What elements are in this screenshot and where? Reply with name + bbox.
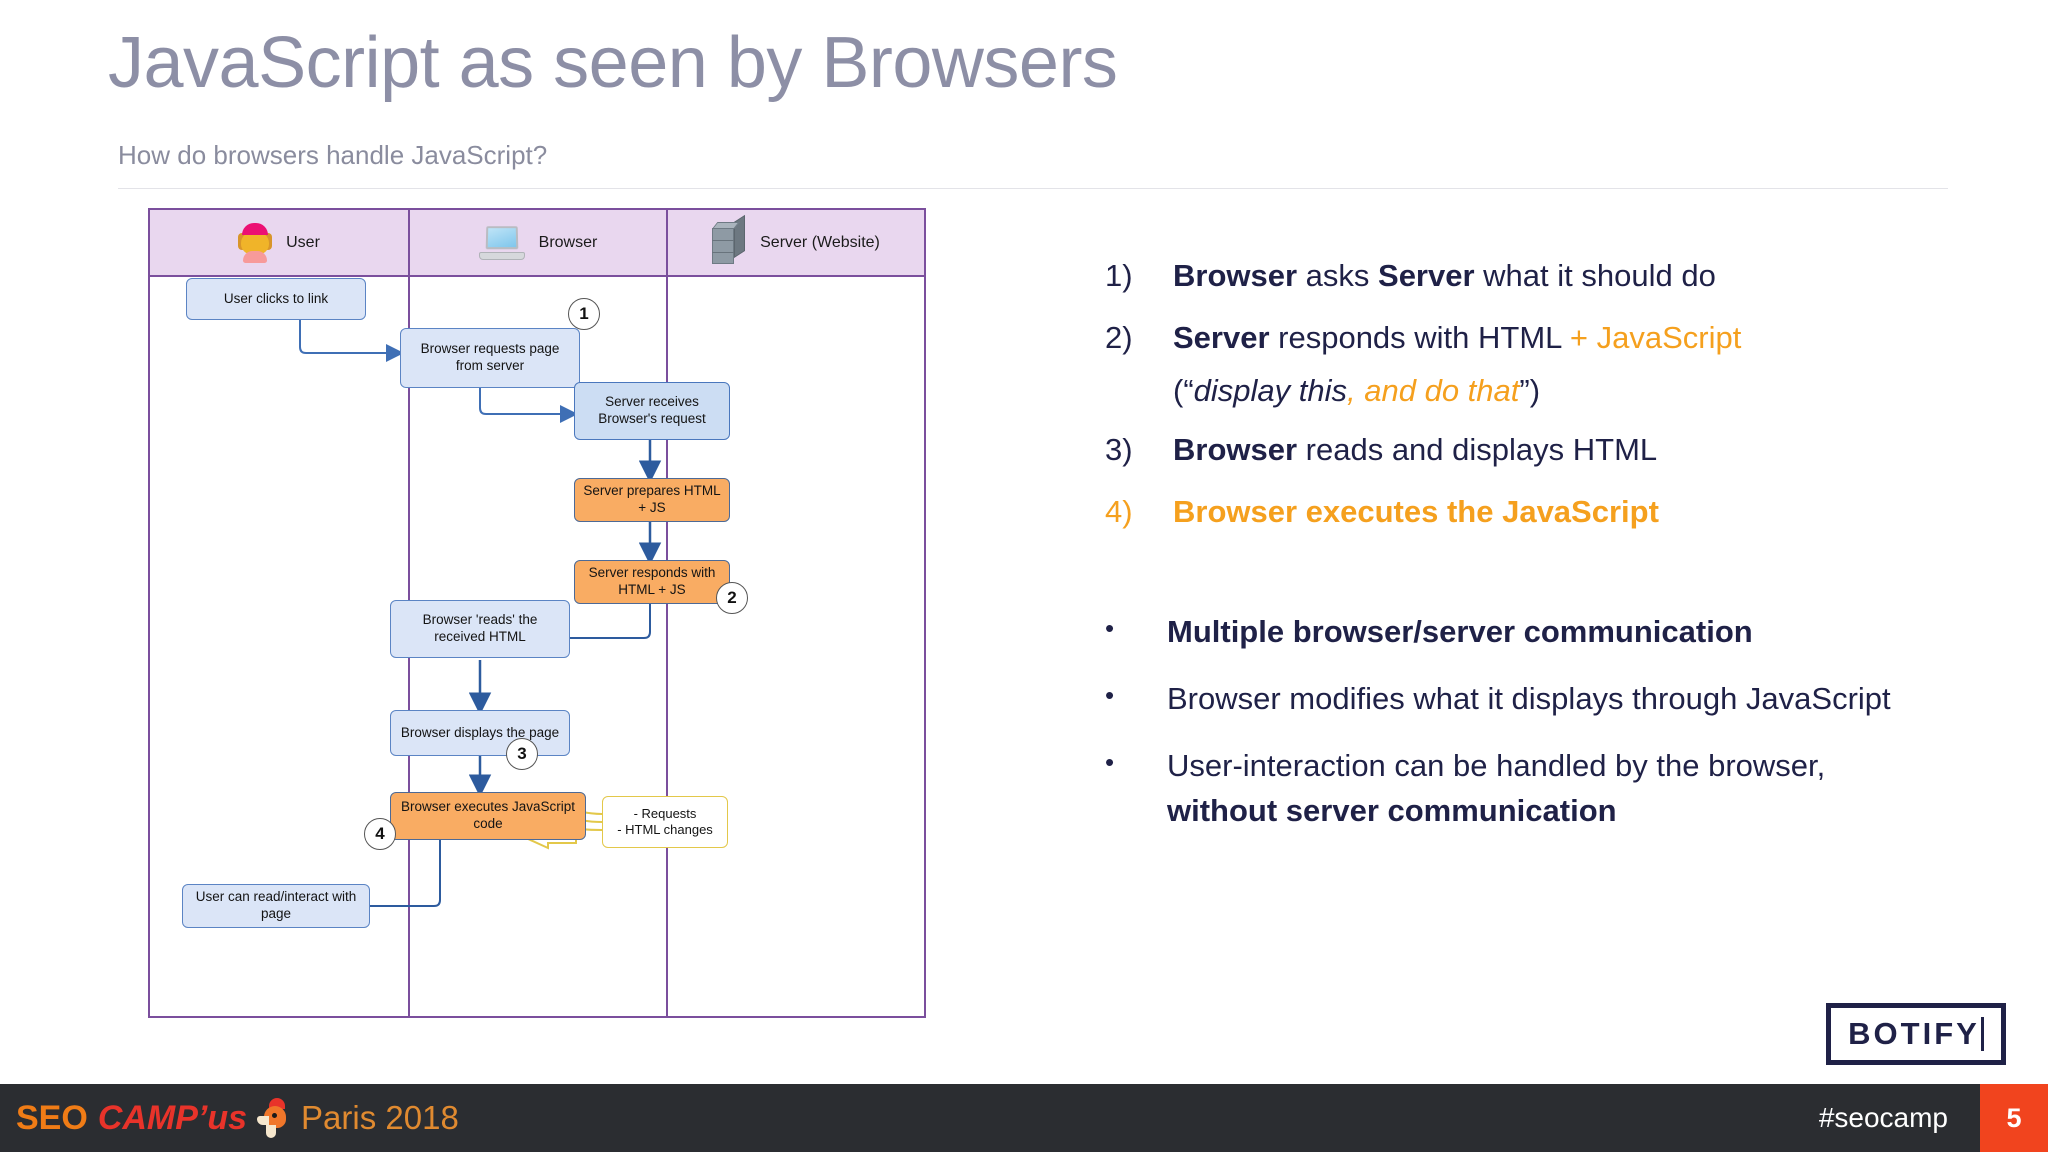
lane-divider-browser-server bbox=[666, 277, 668, 1016]
badge-1: 1 bbox=[568, 298, 600, 330]
node-server-responds[interactable]: Server responds with HTML + JS bbox=[574, 560, 730, 604]
node-browser-executes[interactable]: Browser executes JavaScript code bbox=[390, 792, 586, 840]
column-label-server: Server (Website) bbox=[760, 233, 880, 251]
bullet-list: • Multiple browser/server communication … bbox=[1105, 610, 1935, 834]
flow-diagram: User Browser Server (Website) bbox=[148, 208, 926, 1018]
node-server-prepares[interactable]: Server prepares HTML + JS bbox=[574, 478, 730, 522]
step-text-4: Browser executes the JavaScript bbox=[1173, 493, 1659, 529]
column-label-user: User bbox=[286, 233, 320, 251]
laptop-icon bbox=[478, 225, 525, 260]
step-item-2: 2) Server responds with HTML + JavaScrip… bbox=[1105, 317, 1935, 359]
rooster-icon bbox=[257, 1098, 291, 1138]
bullet-marker-3: • bbox=[1105, 747, 1115, 778]
node-browser-requests[interactable]: Browser requests page from server bbox=[400, 328, 580, 388]
step-number-2: 2) bbox=[1105, 319, 1133, 355]
step-number-1: 1) bbox=[1105, 258, 1133, 293]
bullet-text-1: Multiple browser/server communication bbox=[1167, 614, 1753, 650]
bullet-item-2: • Browser modifies what it displays thro… bbox=[1105, 677, 1935, 722]
bullet-marker-2: • bbox=[1105, 680, 1115, 711]
node-user-clicks[interactable]: User clicks to link bbox=[186, 278, 366, 320]
diagram-column-user: User bbox=[150, 210, 410, 275]
step-text-1: Browser asks Server what it should do bbox=[1173, 258, 1716, 293]
brand-city-year: Paris 2018 bbox=[301, 1099, 459, 1136]
slide-footer: SEO CAMP’us Paris 2018 #seocamp 5 bbox=[0, 1084, 2048, 1152]
step-item-4: 4) Browser executes the JavaScript bbox=[1105, 491, 1935, 533]
botify-caret-icon bbox=[1980, 1017, 1984, 1051]
page-title: JavaScript as seen by Browsers bbox=[108, 23, 1118, 103]
node-browser-reads[interactable]: Browser 'reads' the received HTML bbox=[390, 600, 570, 658]
badge-2: 2 bbox=[716, 582, 748, 614]
callout-line-1: - Requests bbox=[633, 805, 697, 821]
step-text-2: Server responds with HTML + JavaScript bbox=[1173, 319, 1742, 355]
node-browser-displays[interactable]: Browser displays the page bbox=[390, 710, 570, 756]
brand-campus: CAMP’us bbox=[97, 1098, 248, 1137]
node-callout-requests: - Requests - HTML changes bbox=[602, 796, 728, 848]
node-user-interacts[interactable]: User can read/interact with page bbox=[182, 884, 370, 928]
bullet-item-1: • Multiple browser/server communication bbox=[1105, 610, 1935, 655]
server-rack-icon bbox=[712, 214, 746, 264]
content-panel: 1) Browser asks Server what it should do… bbox=[1105, 255, 1935, 856]
bullet-text-3: User-interaction can be handled by the b… bbox=[1167, 748, 1826, 829]
step-2-subline: (“display this, and do that”) bbox=[1173, 372, 1541, 408]
step-text-3: Browser reads and displays HTML bbox=[1173, 431, 1658, 467]
diagram-header-row: User Browser Server (Website) bbox=[150, 210, 924, 277]
brand-seo: SEO bbox=[16, 1098, 88, 1137]
botify-logo-text: BOTIFY bbox=[1848, 1016, 1980, 1051]
step-number-3: 3) bbox=[1105, 431, 1133, 467]
user-avatar-icon bbox=[238, 222, 273, 263]
bullet-marker-1: • bbox=[1105, 613, 1115, 644]
diagram-column-server: Server (Website) bbox=[668, 210, 924, 275]
numbered-steps: 1) Browser asks Server what it should do… bbox=[1105, 255, 1935, 532]
step-number-4: 4) bbox=[1105, 493, 1133, 529]
callout-line-2: - HTML changes bbox=[617, 822, 713, 837]
node-server-receives[interactable]: Server receives Browser's request bbox=[574, 382, 730, 440]
header-divider bbox=[118, 188, 1948, 189]
badge-4: 4 bbox=[364, 818, 396, 850]
step-item-3: 3) Browser reads and displays HTML bbox=[1105, 429, 1935, 471]
step-item-1: 1) Browser asks Server what it should do bbox=[1105, 255, 1935, 297]
bullet-item-3: • User-interaction can be handled by the… bbox=[1105, 744, 1935, 834]
page-subtitle: How do browsers handle JavaScript? bbox=[118, 140, 548, 170]
diagram-column-browser: Browser bbox=[410, 210, 668, 275]
badge-3: 3 bbox=[506, 738, 538, 770]
seocamp-brand: SEO CAMP’us Paris 2018 bbox=[16, 1098, 459, 1138]
bullet-text-2: Browser modifies what it displays throug… bbox=[1167, 681, 1891, 717]
column-label-browser: Browser bbox=[538, 233, 598, 251]
page-number: 5 bbox=[1980, 1084, 2048, 1152]
botify-logo: BOTIFY bbox=[1826, 1003, 2006, 1065]
footer-hashtag: #seocamp bbox=[1818, 1102, 1948, 1133]
